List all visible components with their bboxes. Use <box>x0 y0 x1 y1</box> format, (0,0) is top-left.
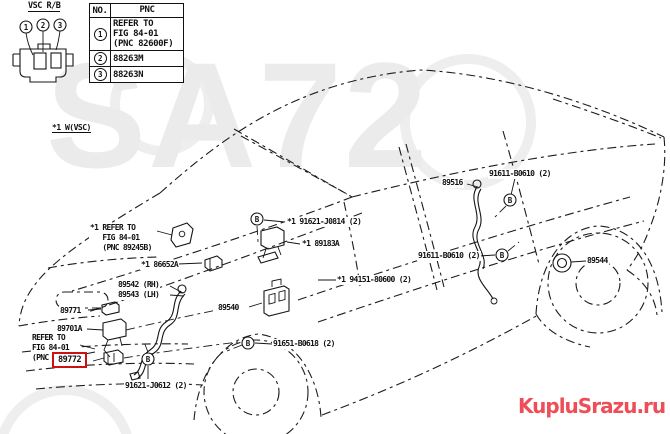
part-label-89772-highlighted: 89772 <box>58 355 82 365</box>
row-number-badge: 3 <box>93 68 107 82</box>
pnc-cell: REFER TO FIG 84-01 (PNC 82600F) <box>110 16 184 52</box>
connector-89771-drawing <box>101 301 120 316</box>
front-abs-harness-drawing <box>129 284 187 381</box>
relay-89183a-drawing <box>257 226 285 264</box>
sensor-89701a-drawing <box>102 318 127 358</box>
table-row: 2 88263M <box>89 50 184 68</box>
bolt-b-icon: B <box>246 339 251 348</box>
part-label-91611-b0610-lower: 91611-B0610 (2) <box>417 251 481 261</box>
part-label-91621-j0612: 91621-J0612 (2) <box>124 381 188 391</box>
ecu-89540-drawing <box>263 278 290 317</box>
part-label-86652a: *1 86652A <box>140 260 180 270</box>
part-label-89542-89543: 89542 (RH) 89543 (LH) <box>117 280 161 300</box>
pnc-table-header-row: NO. PNC <box>89 3 184 18</box>
sensor-89772-drawing <box>103 349 124 366</box>
vsc-footnote: *1 W(VSC) <box>52 123 91 133</box>
table-row: 3 88263N <box>89 66 184 84</box>
bracket-89245b-drawing <box>170 222 194 248</box>
leader-lines <box>79 177 587 379</box>
vsc-relay-block-connector-drawing: 1 2 3 <box>12 18 74 83</box>
table-row: 1 REFER TO FIG 84-01 (PNC 82600F) <box>89 16 184 52</box>
row-number-badge: 2 <box>93 52 107 66</box>
connector-pin-1: 1 <box>24 23 29 32</box>
part-label-94151-80600: *1 94151-80600 (2) <box>336 275 413 285</box>
grommet-89544-drawing <box>552 253 572 273</box>
part-label-89516: 89516 <box>441 178 464 188</box>
part-label-89540: 89540 <box>217 303 240 313</box>
part-label-91621-j0814: *1 91621-J0814 (2) <box>286 217 363 227</box>
bolt-b-icon: B <box>508 196 513 205</box>
part-label-89183a: *1 89183A <box>301 239 341 249</box>
pnc-cell: 88263M <box>110 50 184 68</box>
bolt-b-icon: B <box>500 251 505 260</box>
site-watermark: KupluSrazu.ru <box>518 394 666 418</box>
connector-block-title: VSC R/B <box>28 1 61 12</box>
pnc-cell: 88263N <box>110 66 184 84</box>
clamp-86652a-drawing <box>204 255 223 272</box>
bolt-symbols: B B B B B <box>141 193 517 366</box>
part-label-89771: 89771 <box>59 306 82 316</box>
bolt-b-icon: B <box>146 355 151 364</box>
row-number-badge: 1 <box>93 27 107 41</box>
pnc-table: NO. PNC 1 REFER TO FIG 84-01 (PNC 82600F… <box>89 3 184 84</box>
part-label-91651-b0618: 91651-B0618 (2) <box>272 339 336 349</box>
part-label-91611-b0610-upper: 91611-B0610 (2) <box>488 169 552 179</box>
refer-note-89245b: *1 REFER TO FIG 84-01 (PNC 89245B) <box>89 223 153 253</box>
connector-pin-3: 3 <box>58 21 63 30</box>
part-label-89701a: 89701A <box>56 324 83 334</box>
part-label-89544: 89544 <box>586 256 609 266</box>
watermark-ring-icon <box>400 54 536 190</box>
col-header-pnc: PNC <box>110 3 184 18</box>
connector-pin-2: 2 <box>41 21 46 30</box>
rear-abs-harness-drawing <box>472 179 498 305</box>
bolt-b-icon: B <box>255 215 260 224</box>
col-header-no: NO. <box>89 3 111 18</box>
highlight-box: 89772 <box>52 352 88 368</box>
